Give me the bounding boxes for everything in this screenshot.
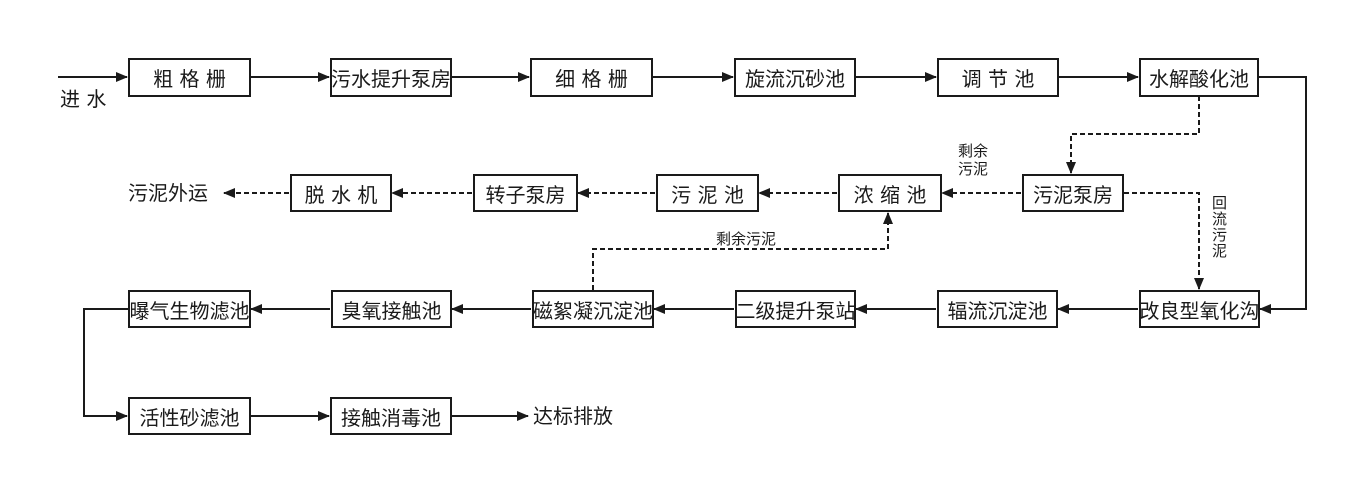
radial-clarifier-box: 辐流沉淀池 xyxy=(937,290,1058,328)
return-sludge-label: 回流污泥 xyxy=(1210,195,1228,259)
rotor-pump-box: 转子泵房 xyxy=(473,174,578,212)
excess-sludge-label-2: 剩余污泥 xyxy=(716,230,777,248)
arrow-baf-to-sand-filter xyxy=(83,308,128,421)
inlet-label: 进 水 xyxy=(60,87,107,111)
equalization-box: 调 节 池 xyxy=(937,58,1059,97)
grit-chamber-box: 旋流沉砂池 xyxy=(734,58,856,97)
lift-pump-box: 污水提升泵房 xyxy=(330,58,452,97)
arrow-magnetic-floc-to-thickener xyxy=(592,212,893,290)
magnetic-floc-box: 磁絮凝沉淀池 xyxy=(532,290,654,328)
coarse-screen-box: 粗 格 栅 xyxy=(128,58,251,97)
thickener-box: 浓 缩 池 xyxy=(838,174,942,212)
fine-screen-box: 细 格 栅 xyxy=(530,58,653,97)
arrow-hydrolysis-to-oxidation-ditch xyxy=(1259,76,1307,314)
ozone-contact-box: 臭氧接触池 xyxy=(331,290,452,328)
dewatering-box: 脱 水 机 xyxy=(290,174,392,212)
sand-filter-box: 活性砂滤池 xyxy=(128,397,251,435)
sludge-out-label: 污泥外运 xyxy=(128,181,208,205)
disinfection-box: 接触消毒池 xyxy=(330,397,452,435)
arrow-sludge-pump-return-to-oxidation-ditch xyxy=(1124,192,1204,290)
arrow-hydrolysis-to-sludge-pump xyxy=(1066,96,1200,174)
outlet-label: 达标排放 xyxy=(533,404,613,428)
baf-box: 曝气生物滤池 xyxy=(128,290,251,328)
oxidation-ditch-box: 改良型氧化沟 xyxy=(1139,290,1260,328)
hydrolysis-box: 水解酸化池 xyxy=(1139,58,1259,97)
excess-sludge-label-1: 剩余 污泥 xyxy=(958,142,989,178)
secondary-lift-box: 二级提升泵站 xyxy=(735,290,856,328)
sludge-tank-box: 污 泥 池 xyxy=(656,174,759,212)
sludge-pump-box: 污泥泵房 xyxy=(1022,174,1124,212)
